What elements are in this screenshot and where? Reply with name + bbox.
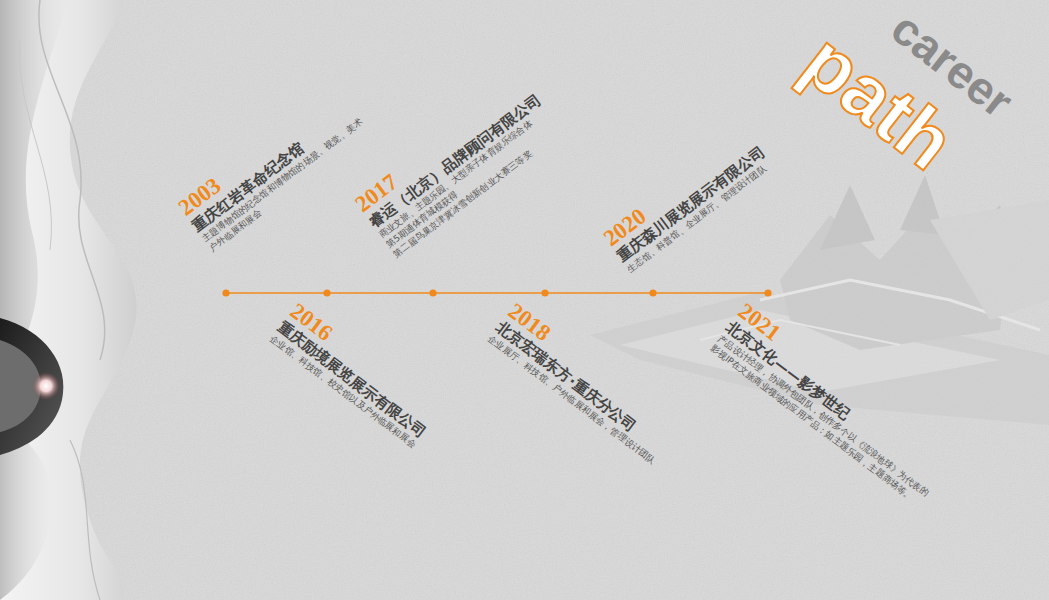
timeline-dot xyxy=(429,289,436,296)
timeline-dot xyxy=(764,289,771,296)
timeline-line xyxy=(226,292,768,294)
timeline-dot xyxy=(541,289,548,296)
timeline-dot xyxy=(649,289,656,296)
timeline-dot xyxy=(222,289,229,296)
timeline-dot xyxy=(323,289,330,296)
